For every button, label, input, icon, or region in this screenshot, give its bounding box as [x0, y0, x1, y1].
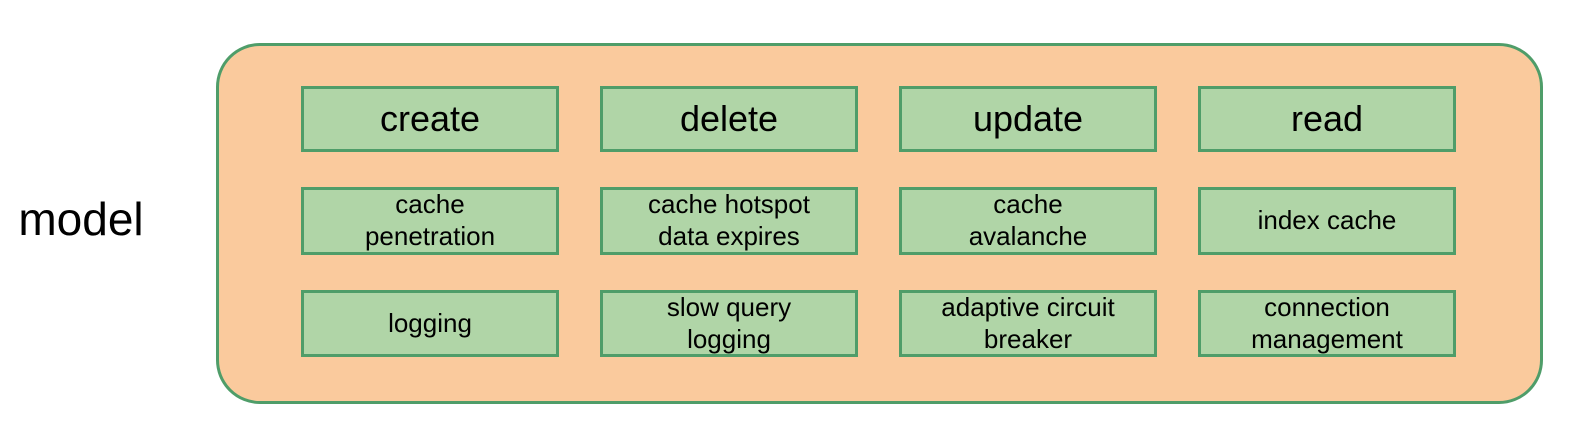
box-adaptive-circuit-breaker: adaptive circuit breaker — [899, 290, 1157, 357]
box-delete: delete — [600, 86, 858, 152]
model-label: model — [18, 193, 144, 245]
box-connection-management: connection management — [1198, 290, 1456, 357]
box-read: read — [1198, 86, 1456, 152]
box-cache-penetration: cache penetration — [301, 187, 559, 255]
box-slow-query-logging: slow query logging — [600, 290, 858, 357]
box-cache-hotspot-data-expires: cache hotspot data expires — [600, 187, 858, 255]
box-update: update — [899, 86, 1157, 152]
box-logging: logging — [301, 290, 559, 357]
box-cache-avalanche: cache avalanche — [899, 187, 1157, 255]
model-container: create delete update read cache penetrat… — [216, 43, 1543, 404]
box-create: create — [301, 86, 559, 152]
operations-grid: create delete update read cache penetrat… — [301, 86, 1456, 357]
box-index-cache: index cache — [1198, 187, 1456, 255]
